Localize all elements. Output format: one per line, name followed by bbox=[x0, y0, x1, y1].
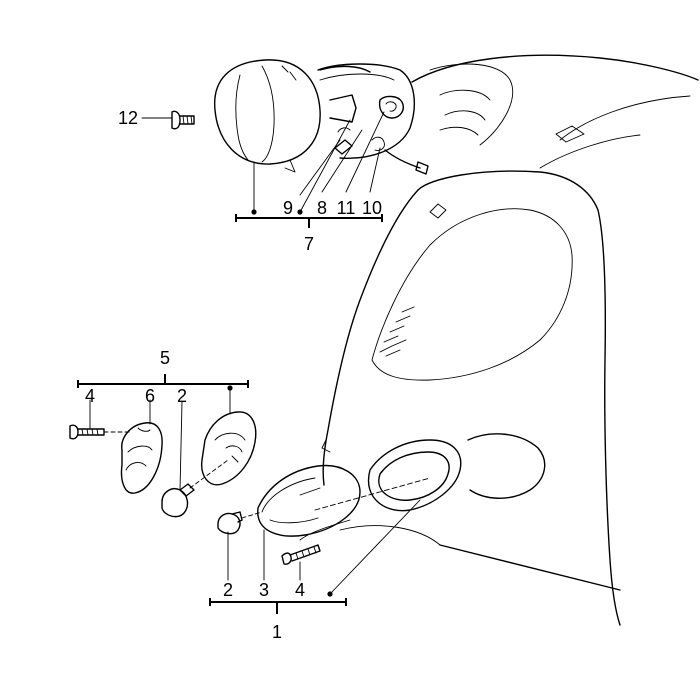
part-labels: 12 9 8 11 10 7 5 4 6 2 2 3 4 1 bbox=[85, 108, 382, 642]
label-10: 10 bbox=[362, 198, 382, 218]
label-12: 12 bbox=[118, 108, 138, 128]
label-3: 3 bbox=[259, 580, 269, 600]
label-4-left: 4 bbox=[85, 386, 95, 406]
label-11: 11 bbox=[337, 198, 356, 218]
label-2-right: 2 bbox=[223, 580, 233, 600]
label-2-left: 2 bbox=[177, 386, 187, 406]
screw-part-12 bbox=[171, 110, 195, 130]
bracket-group-1 bbox=[209, 598, 347, 614]
left-indicator-parts bbox=[69, 411, 257, 518]
scooter-body bbox=[321, 54, 699, 626]
label-4-right: 4 bbox=[295, 580, 305, 600]
label-1: 1 bbox=[272, 622, 282, 642]
bracket-group-7 bbox=[235, 214, 383, 228]
label-8: 8 bbox=[317, 198, 327, 218]
label-7: 7 bbox=[304, 234, 314, 254]
right-indicator-parts bbox=[217, 439, 462, 565]
reference-dots bbox=[227, 209, 333, 597]
headlight-assembly bbox=[214, 59, 429, 175]
label-9: 9 bbox=[283, 198, 293, 218]
bracket-group-5 bbox=[77, 374, 249, 388]
leader-lines bbox=[89, 111, 421, 595]
label-5: 5 bbox=[160, 348, 170, 368]
label-6: 6 bbox=[145, 386, 155, 406]
